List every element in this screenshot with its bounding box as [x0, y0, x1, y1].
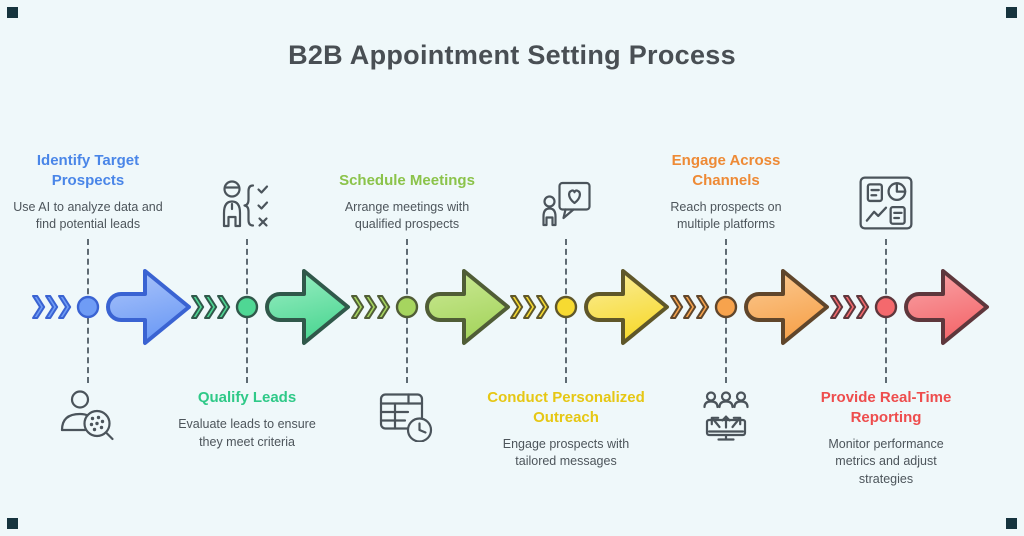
chevron-icon: [351, 295, 365, 319]
report-dashboard-icon: [859, 176, 913, 230]
chevron-icon: [364, 295, 378, 319]
step-title: Schedule Meetings: [339, 171, 475, 189]
chevron-icon: [683, 295, 697, 319]
arrow-right-icon: [744, 269, 829, 345]
step-description: Engage prospects with tailored messages: [502, 436, 630, 469]
step-title: Identify Target Prospects: [36, 151, 140, 189]
chevron-icon: [696, 295, 710, 319]
chevron-icon: [191, 295, 205, 319]
people-monitor-icon: [703, 391, 749, 441]
step-description: Arrange meetings with qualified prospect…: [344, 199, 470, 232]
timeline-node: [554, 295, 578, 319]
flow-arrow: [670, 269, 829, 345]
step-column-provide-real-time-reporting: Provide Real-Time Reporting Monitor perf…: [801, 0, 989, 536]
chevron-icon: [856, 295, 870, 319]
person-heart-message-icon: [542, 181, 591, 227]
page-title: B2B Appointment Setting Process: [288, 40, 736, 70]
flow-arrow: [32, 269, 191, 345]
chevron-icon: [536, 295, 550, 319]
step-description: Evaluate leads to ensure they meet crite…: [178, 416, 316, 449]
step-title: Provide Real-Time Reporting: [820, 389, 952, 426]
step-column-identify-target-prospects: Identify Target Prospects Use AI to anal…: [3, 0, 191, 536]
step-column-qualify-leads: Qualify Leads Evaluate leads to ensure t…: [162, 0, 350, 536]
step-description: Reach prospects on multiple platforms: [670, 199, 782, 232]
timeline-node: [395, 295, 419, 319]
person-checklist-icon: [222, 180, 269, 228]
step-description: Monitor performance metrics and adjust s…: [828, 436, 944, 487]
chevron-icon: [377, 295, 391, 319]
chevron-icon: [45, 295, 59, 319]
arrow-right-icon: [904, 269, 989, 345]
timeline-node: [76, 295, 100, 319]
step-description: Use AI to analyze data and find potentia…: [13, 199, 163, 232]
corner-mark: [7, 7, 18, 18]
chevron-icon: [58, 295, 72, 319]
arrow-right-icon: [106, 269, 191, 345]
step-title: Engage Across Channels: [671, 151, 781, 189]
corner-mark: [7, 518, 18, 529]
chevron-icon: [843, 295, 857, 319]
chevron-icon: [523, 295, 537, 319]
corner-mark: [1006, 7, 1017, 18]
arrow-right-icon: [425, 269, 510, 345]
calendar-clock-icon: [379, 393, 433, 442]
chevron-icon: [217, 295, 231, 319]
chevron-icon: [670, 295, 684, 319]
timeline-node: [874, 295, 898, 319]
flow-arrow: [510, 269, 669, 345]
flow-arrow: [191, 269, 350, 345]
chevron-icon: [830, 295, 844, 319]
corner-mark: [1006, 518, 1017, 529]
step-column-schedule-meetings: Schedule Meetings Arrange meetings with …: [322, 0, 510, 536]
chevron-icon: [510, 295, 524, 319]
chevron-icon: [204, 295, 218, 319]
timeline-node: [714, 295, 738, 319]
flow-arrow: [351, 269, 510, 345]
step-column-engage-across-channels: Engage Across Channels Reach prospects o…: [641, 0, 829, 536]
flow-arrow: [830, 269, 989, 345]
chevron-icon: [32, 295, 46, 319]
step-title: Conduct Personalized Outreach: [487, 389, 645, 426]
step-title: Qualify Leads: [197, 389, 297, 406]
step-column-conduct-personalized-outreach: Conduct Personalized Outreach Engage pro…: [481, 0, 669, 536]
person-search-icon: [60, 390, 114, 441]
arrow-right-icon: [265, 269, 350, 345]
timeline-node: [235, 295, 259, 319]
arrow-right-icon: [584, 269, 669, 345]
